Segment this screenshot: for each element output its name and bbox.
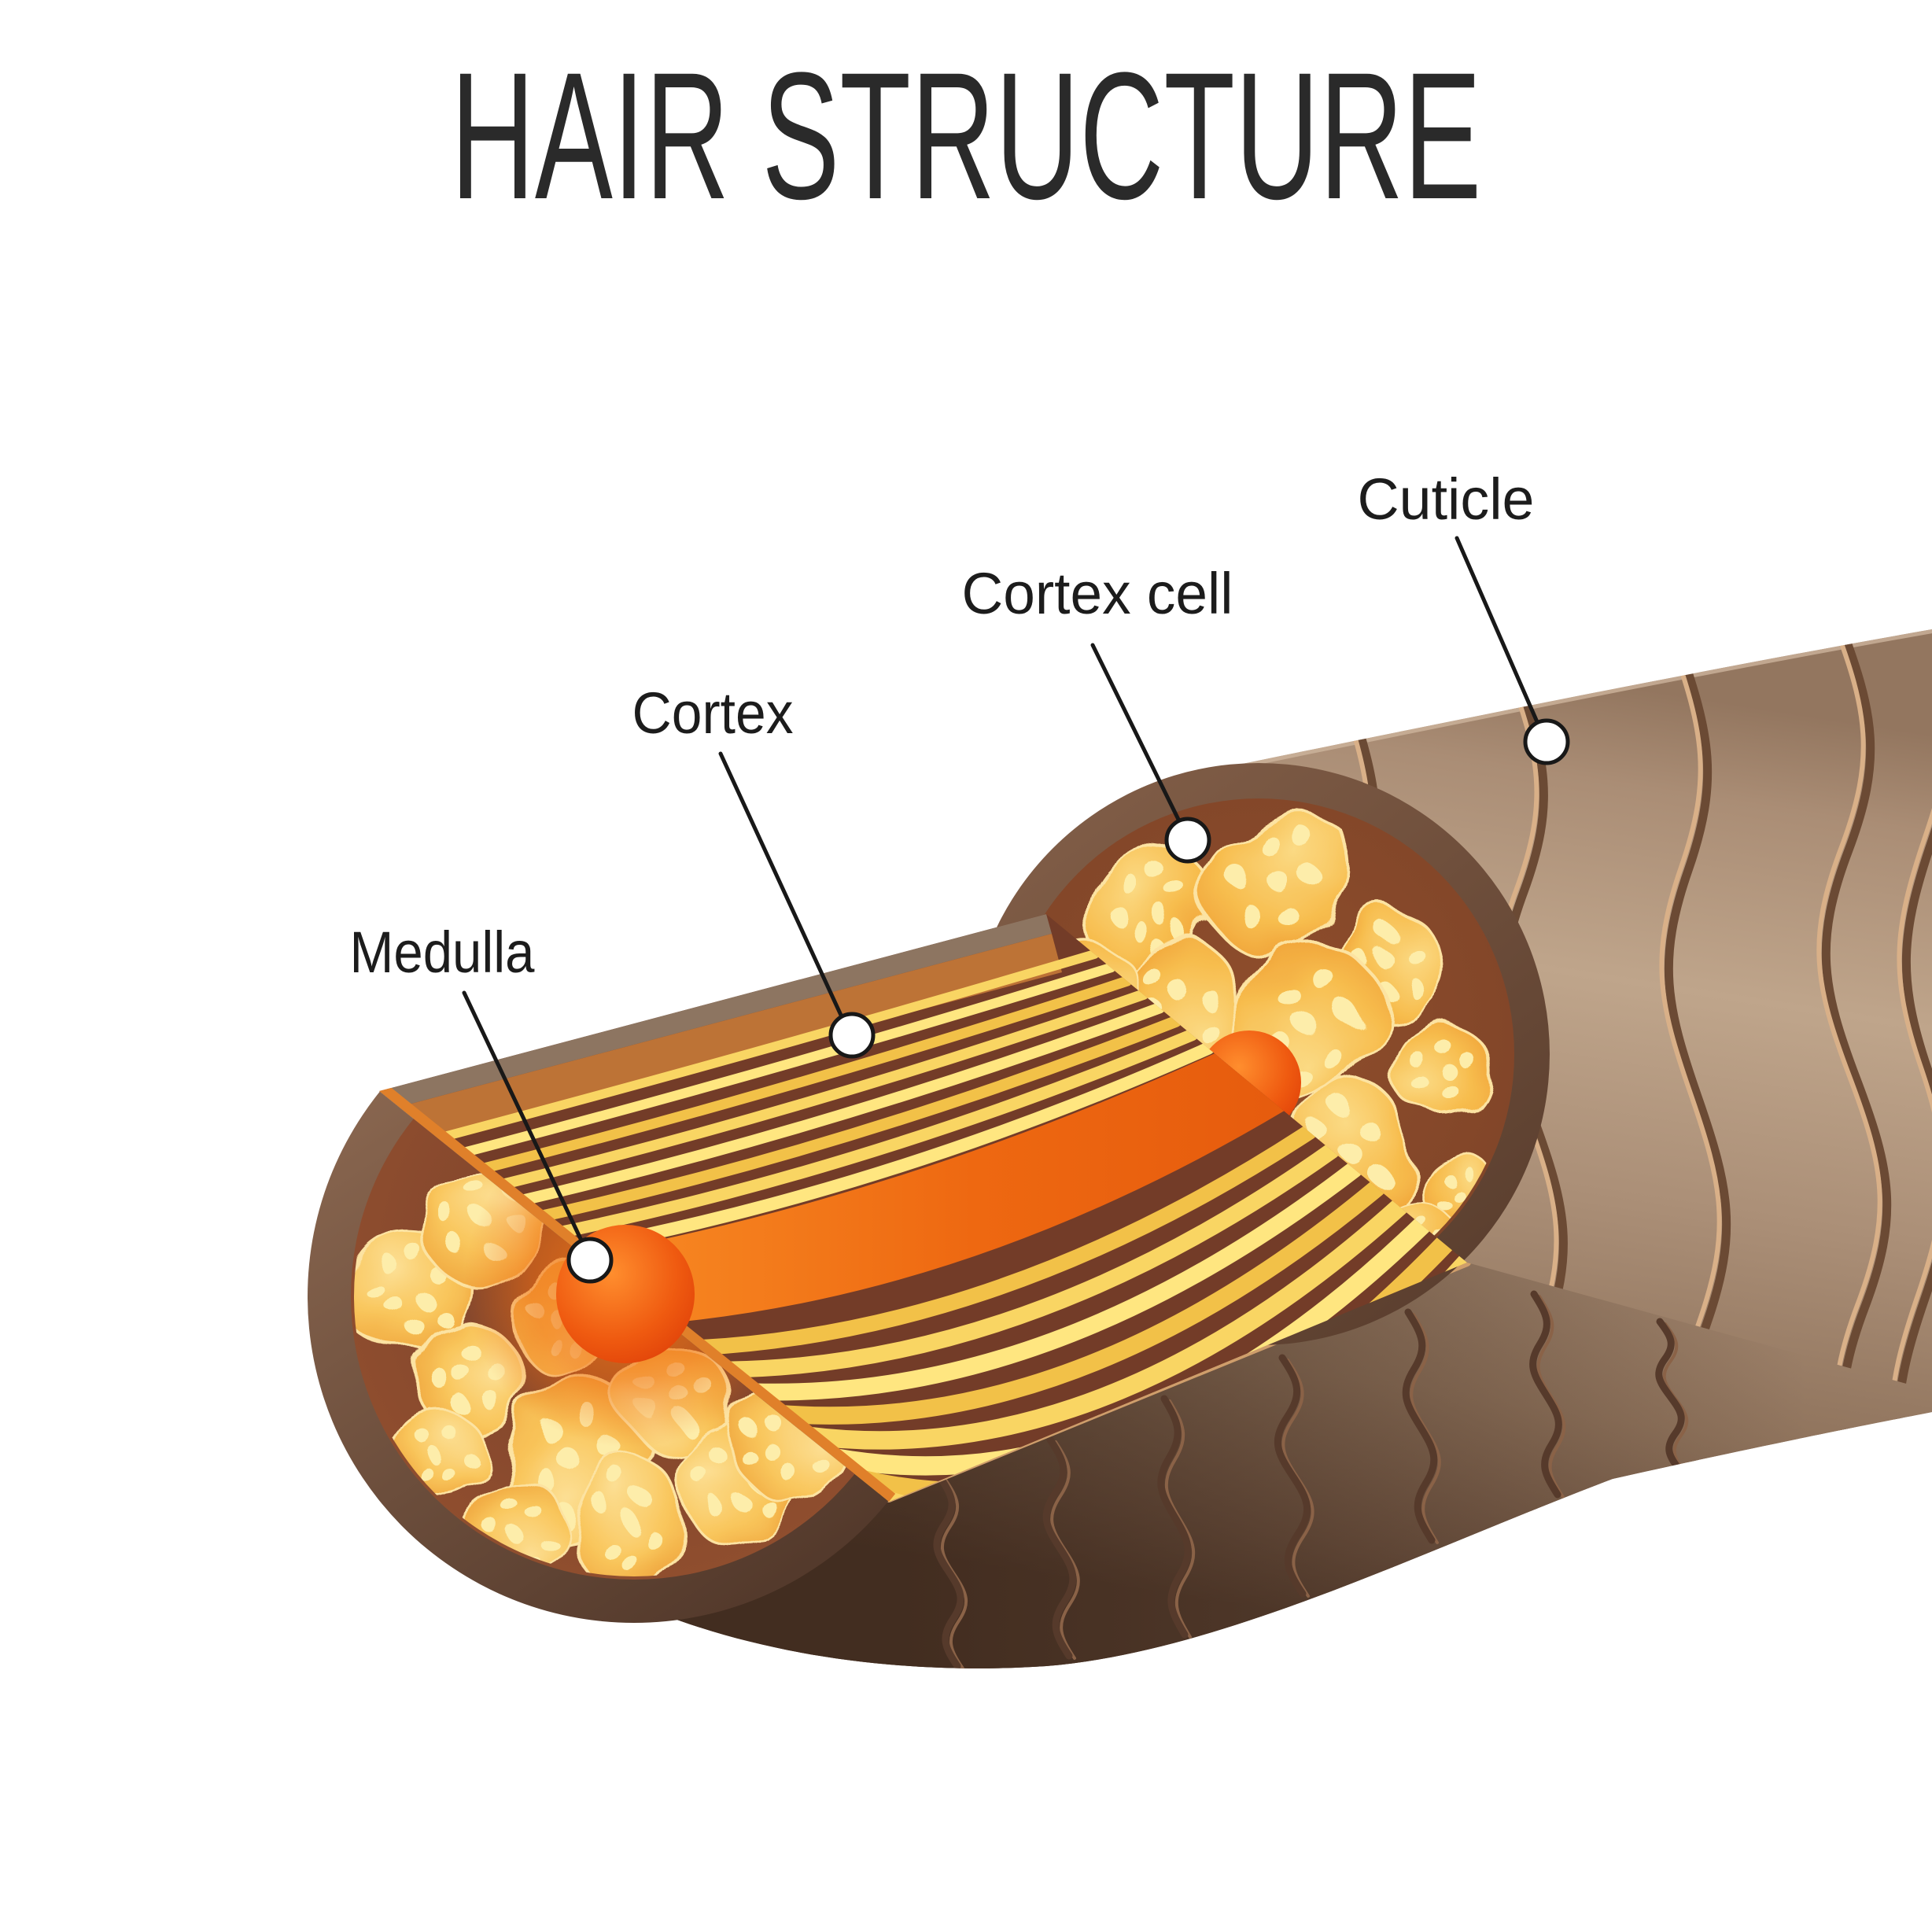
- leader-line-cuticle: [1455, 536, 1546, 739]
- label-medulla: Medulla: [350, 920, 536, 985]
- cuticle-scale-line: [1655, 1318, 1685, 1475]
- cuticle-scale-line: [1529, 1290, 1562, 1499]
- leader-line-medulla: [462, 990, 592, 1261]
- longitudinal-section: [379, 914, 1467, 1502]
- cuticle-scale-line: [1157, 1395, 1192, 1639]
- callout-marker-cuticle: [1523, 718, 1570, 765]
- cortex-fiber: [743, 1160, 1363, 1401]
- cuticle-scale-line: [1042, 1436, 1077, 1660]
- cortex-fiber: [690, 1123, 1318, 1356]
- cuticle-scale-line-shadow: [1893, 629, 1932, 1536]
- label-cuticle: Cuticle: [1358, 466, 1535, 532]
- callout-marker-cortex-cell: [1164, 817, 1211, 864]
- cortex-fibers: [433, 949, 1467, 1502]
- cortex-fiber: [770, 1178, 1386, 1425]
- cuticle-scale-line: [1889, 629, 1932, 1530]
- cuticle-scale-lines-wall: [933, 1290, 1689, 1668]
- label-cortex-cell: Cortex cell: [962, 561, 1233, 626]
- cuticle-rim-band: [379, 914, 1052, 1111]
- hair-illustration: [308, 629, 1932, 1668]
- cortex-fiber: [549, 1028, 1199, 1240]
- cortex-fiber: [530, 1015, 1182, 1224]
- cortex-fiber: [717, 1142, 1340, 1378]
- cortex-fiber: [511, 1002, 1166, 1208]
- cuticle-scale-line: [1402, 1308, 1438, 1544]
- cortex-fiber: [569, 1042, 1215, 1256]
- cortex-fiber: [452, 962, 1116, 1160]
- leader-line-cortex-cell: [1090, 643, 1189, 838]
- cortex-fiber: [471, 975, 1133, 1175]
- callouts: [462, 536, 1570, 1284]
- page-title: HAIR STRUCTURE: [451, 34, 1481, 237]
- callout-marker-cortex: [828, 1012, 876, 1059]
- cuticle-scale-line: [1274, 1354, 1311, 1598]
- medulla-channel: [583, 1053, 1285, 1323]
- label-cortex: Cortex: [632, 680, 794, 746]
- cortex-fiber: [491, 989, 1149, 1192]
- cuticle-scale-line: [933, 1473, 964, 1668]
- leader-line-cortex: [718, 751, 850, 1033]
- callout-marker-medulla: [566, 1237, 614, 1284]
- cortex-rim-band: [385, 934, 1062, 1149]
- cortex-fiber: [433, 949, 1100, 1143]
- cortex-fiber: [798, 1197, 1409, 1450]
